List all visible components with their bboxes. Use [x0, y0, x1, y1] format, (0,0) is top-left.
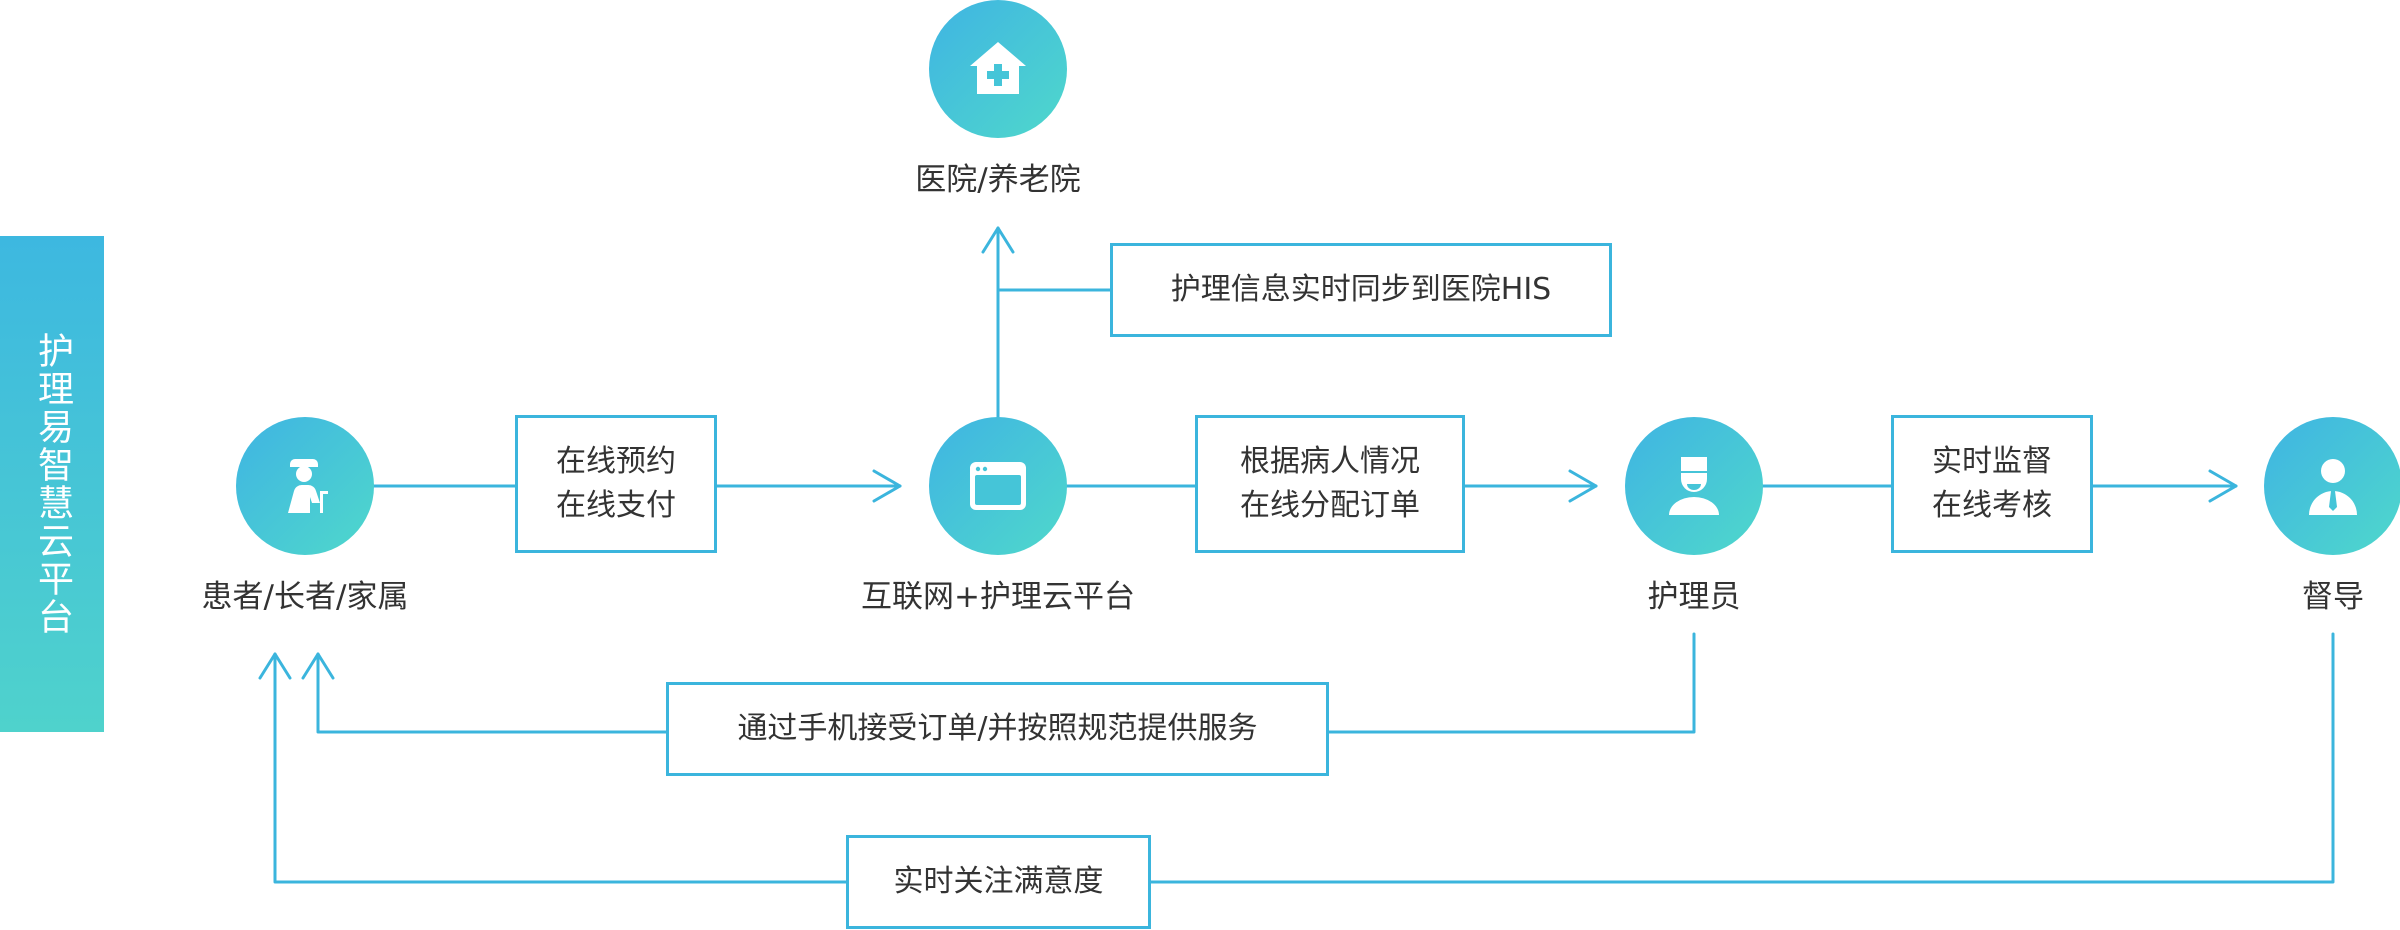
monitor-box: 实时监督 在线考核	[1891, 415, 2093, 553]
sidebar-title: 护理易智慧云平台	[32, 332, 73, 636]
dispatch-line1: 根据病人情况	[1240, 444, 1420, 479]
booking-line2: 在线支付	[556, 488, 676, 523]
arrowhead-patient-satisfaction	[258, 652, 292, 680]
patient-label: 患者/长者/家属	[201, 579, 409, 615]
arrowhead-platform	[872, 469, 902, 503]
arrowhead-nurse	[1568, 469, 1598, 503]
supervisor-icon	[2309, 459, 2357, 515]
monitor-line1: 实时监督	[1932, 444, 2052, 479]
hospital-icon	[970, 42, 1026, 94]
elderly-person-icon	[288, 459, 328, 513]
supervisor-label: 督导	[2302, 579, 2364, 615]
satisfaction-text: 实时关注满意度	[893, 864, 1104, 899]
platform-node	[929, 417, 1067, 555]
nurse-label: 护理员	[1647, 579, 1741, 615]
satisfaction-box: 实时关注满意度	[846, 835, 1151, 929]
sidebar-banner: 护理易智慧云平台	[0, 236, 104, 732]
sync-text: 护理信息实时同步到医院HIS	[1170, 272, 1552, 307]
booking-box: 在线预约 在线支付	[515, 415, 717, 553]
service-text: 通过手机接受订单/并按照规范提供服务	[737, 711, 1258, 746]
dispatch-line2: 在线分配订单	[1240, 488, 1420, 523]
nurse-node	[1625, 417, 1763, 555]
flow-line-supervisor-patient	[273, 632, 2335, 884]
service-box: 通过手机接受订单/并按照规范提供服务	[666, 682, 1329, 776]
arrowhead-patient-service	[301, 652, 335, 680]
nurse-icon	[1669, 457, 1719, 515]
hospital-label: 医院/养老院	[915, 162, 1081, 198]
dispatch-box: 根据病人情况 在线分配订单	[1195, 415, 1465, 553]
arrowhead-supervisor	[2208, 469, 2238, 503]
booking-line1: 在线预约	[556, 444, 676, 479]
arrowhead-hospital	[981, 226, 1015, 254]
sync-box: 护理信息实时同步到医院HIS	[1110, 243, 1612, 337]
hospital-node	[929, 0, 1067, 138]
monitor-line2: 在线考核	[1932, 488, 2052, 523]
platform-label: 互联网+护理云平台	[861, 579, 1135, 615]
supervisor-node	[2264, 417, 2400, 555]
patient-node	[236, 417, 374, 555]
browser-window-icon	[970, 462, 1026, 510]
